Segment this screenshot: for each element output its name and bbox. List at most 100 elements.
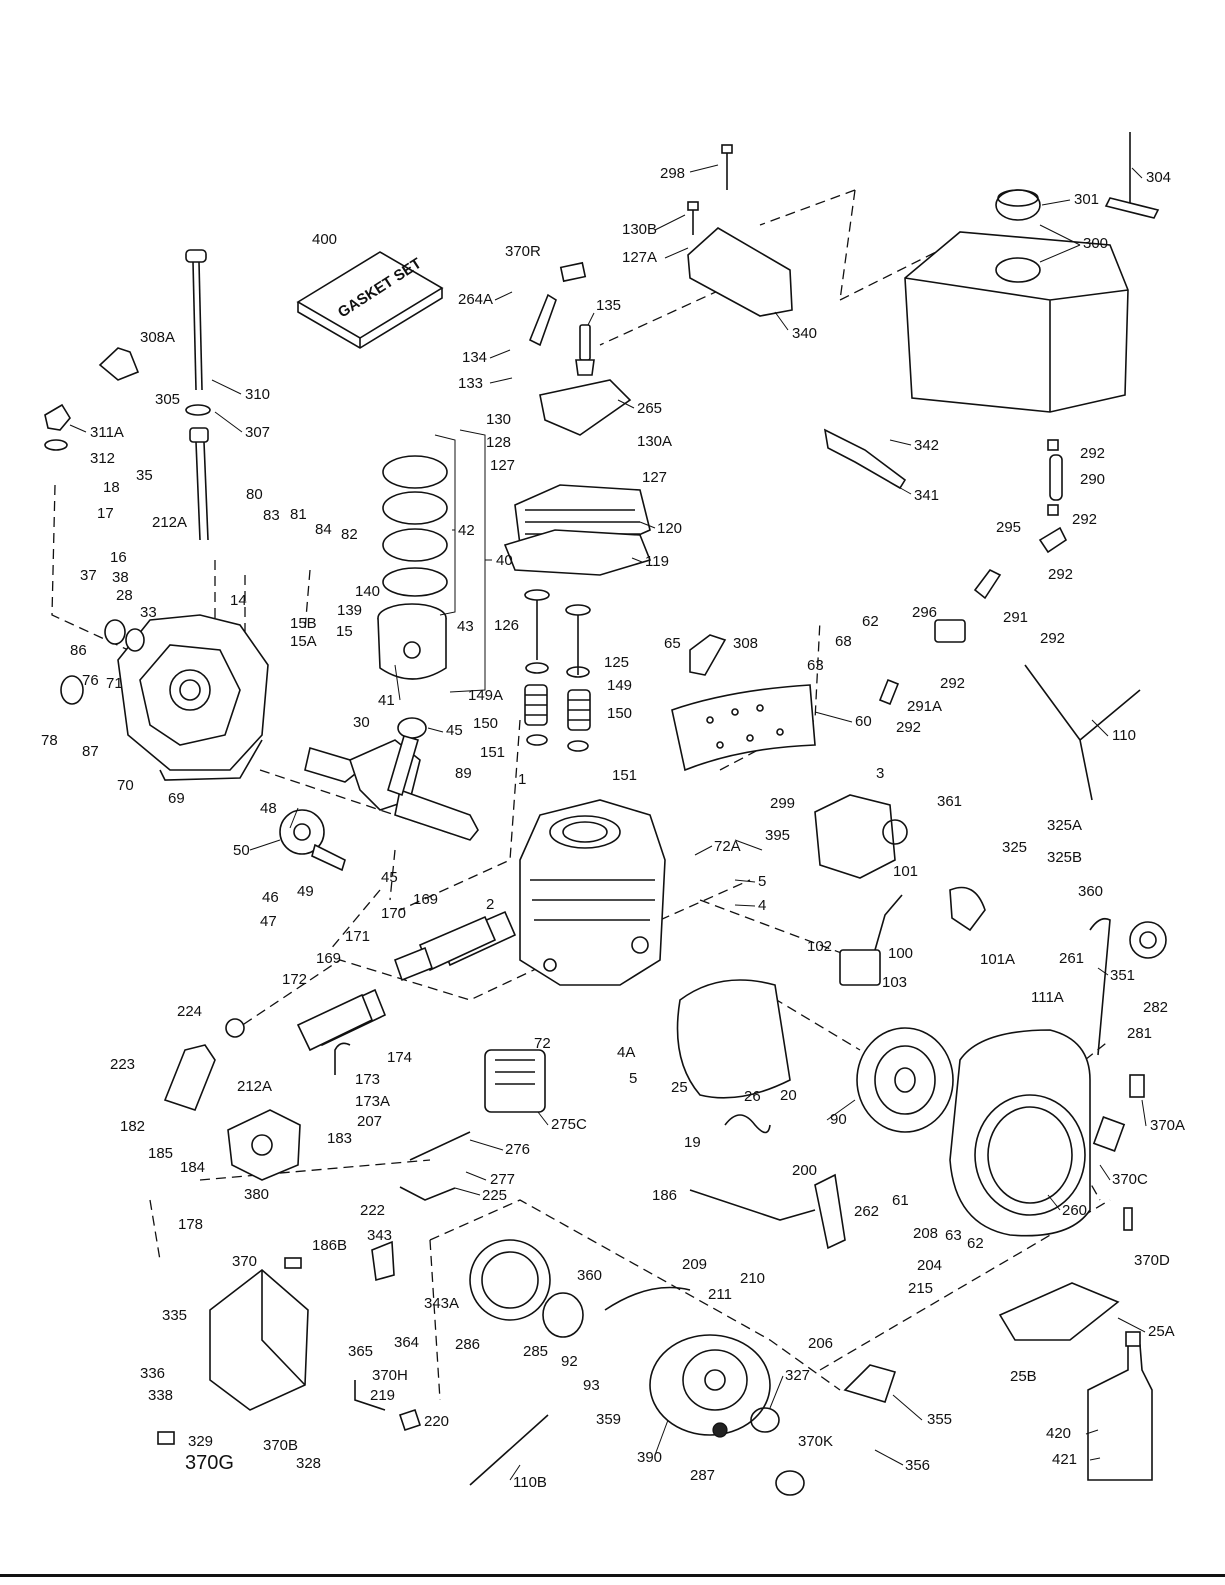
part-285 — [542, 1292, 584, 1338]
head-cover — [539, 379, 632, 436]
label: 62 — [967, 1235, 984, 1252]
label: 26 — [744, 1088, 761, 1105]
label: 37 — [80, 567, 97, 584]
bottom-rule — [0, 1574, 1225, 1577]
label: 101 — [893, 863, 918, 880]
label: 225 — [482, 1187, 507, 1204]
label: 172 — [282, 971, 307, 988]
label: 149 — [607, 677, 632, 694]
label: 5 — [758, 873, 766, 890]
label: 287 — [690, 1467, 715, 1484]
label: 35 — [136, 467, 153, 484]
label: 395 — [765, 827, 790, 844]
label: 311A — [90, 424, 124, 441]
label: 285 — [523, 1343, 548, 1360]
label: 364 — [394, 1334, 419, 1351]
label: 370C — [1112, 1171, 1148, 1188]
seal-71 — [125, 628, 145, 652]
label: 171 — [345, 928, 370, 945]
label: 304 — [1146, 169, 1171, 186]
label: 15A — [290, 633, 317, 650]
label: 359 — [596, 1411, 621, 1428]
label: 127 — [490, 457, 515, 474]
label: 220 — [424, 1413, 449, 1430]
label: 68 — [835, 633, 852, 650]
decal-327 — [750, 1407, 780, 1433]
label: 365 — [348, 1343, 373, 1360]
label: 335 — [162, 1307, 187, 1324]
label: 70 — [117, 777, 134, 794]
label: 61 — [892, 1192, 909, 1209]
spark-plug — [575, 324, 595, 376]
label: 4A — [617, 1044, 635, 1061]
label: 305 — [155, 391, 180, 408]
label: 110B — [513, 1474, 547, 1491]
nut-287 — [712, 1422, 728, 1438]
piston — [377, 603, 447, 680]
muffler — [484, 1049, 546, 1113]
label: 420 — [1046, 1425, 1071, 1442]
dipstick-tube — [185, 404, 211, 541]
label: 211 — [708, 1286, 732, 1303]
label: 126 — [494, 617, 519, 634]
label: 127A — [622, 249, 657, 266]
label: 3 — [876, 765, 884, 782]
label: 93 — [583, 1377, 600, 1394]
label: 223 — [110, 1056, 135, 1073]
bolt-298 — [721, 144, 733, 190]
label: 72 — [534, 1035, 551, 1052]
label: 33 — [140, 604, 157, 621]
label: 90 — [830, 1111, 847, 1128]
gasket-set-box: GASKET SET — [296, 251, 444, 349]
label: 43 — [457, 618, 474, 635]
control-panel — [209, 1268, 309, 1411]
label: 224 — [177, 1003, 202, 1020]
label: 178 — [178, 1216, 203, 1233]
label: 87 — [82, 743, 99, 760]
label: 355 — [927, 1411, 952, 1428]
label: 28 — [116, 587, 133, 604]
label: 25 — [671, 1079, 688, 1096]
label: 328 — [296, 1455, 321, 1472]
decal-370R — [559, 261, 587, 283]
label: 17 — [97, 505, 114, 522]
label: 62 — [862, 613, 879, 630]
breather-assembly — [296, 910, 517, 1052]
label: 291 — [1003, 609, 1028, 626]
label: 336 — [140, 1365, 165, 1382]
label: 277 — [490, 1171, 515, 1188]
label: 351 — [1110, 967, 1135, 984]
label: 186 — [652, 1187, 677, 1204]
label: 139 — [337, 602, 362, 619]
governor-gear — [279, 809, 346, 872]
label: 46 — [262, 889, 279, 906]
piston-rings — [382, 455, 448, 597]
label: 380 — [244, 1186, 269, 1203]
label: 65 — [664, 635, 681, 652]
label: 222 — [360, 1202, 385, 1219]
label: 130B — [622, 221, 657, 238]
label: 212A — [237, 1078, 272, 1095]
bolt-130B — [687, 201, 699, 235]
label: 290 — [1080, 471, 1105, 488]
label: 421 — [1052, 1451, 1077, 1468]
label: 370K — [798, 1433, 833, 1450]
label: 286 — [455, 1336, 480, 1353]
label: 292 — [1072, 511, 1097, 528]
label: 2 — [486, 896, 494, 913]
label: 25B — [1010, 1368, 1037, 1385]
rod-225 — [399, 1186, 456, 1201]
rewind-starter — [649, 1334, 771, 1436]
label: 30 — [353, 714, 370, 731]
label: 174 — [387, 1049, 412, 1066]
label: 18 — [103, 479, 120, 496]
label: 184 — [180, 1159, 205, 1176]
valves — [524, 589, 591, 675]
decal-370C — [1092, 1116, 1126, 1152]
label: 130 — [486, 411, 511, 428]
label: 219 — [370, 1387, 395, 1404]
label: 128 — [486, 434, 511, 451]
label: 370B — [263, 1437, 298, 1454]
label: 292 — [1040, 630, 1065, 647]
cylinder-block — [519, 799, 666, 986]
